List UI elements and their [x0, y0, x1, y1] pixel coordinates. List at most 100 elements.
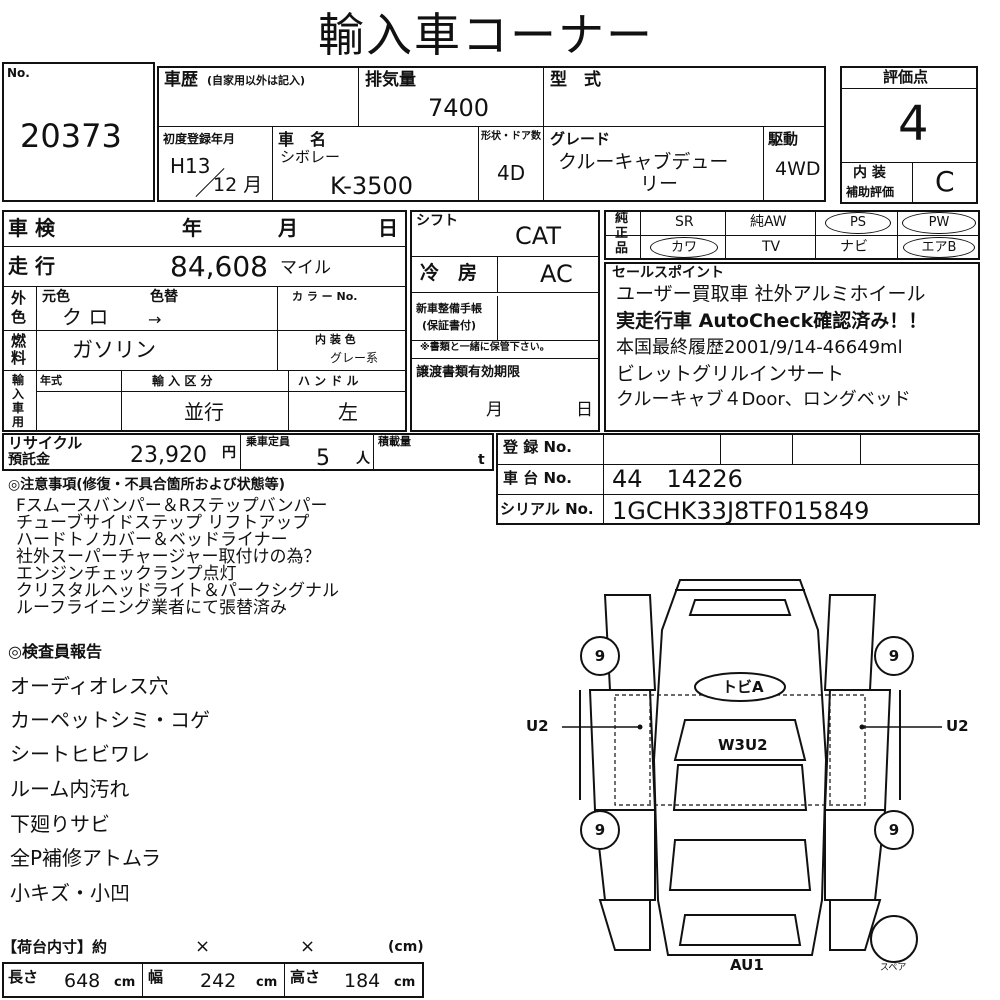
- lot-number-box: [2, 62, 155, 202]
- recycle-label-2: 預託金: [8, 452, 50, 468]
- rating-box: [840, 66, 978, 204]
- first-registration-label: 初度登録年月: [163, 132, 236, 146]
- maintenance-note: ※書類と一緒に保管下さい。: [420, 342, 550, 353]
- notes-line-5: エンジンチェックランプ点灯: [16, 564, 237, 584]
- handle-value: 左: [338, 400, 358, 424]
- history-label: 車歴: [164, 70, 198, 90]
- inspector-line-7: 小キズ・小凹: [10, 881, 130, 905]
- sales-point-label: セールスポイント: [612, 265, 724, 281]
- cargo-height-label: 高さ: [290, 968, 321, 986]
- cargo-length-unit: cm: [114, 975, 136, 990]
- interior-rating-label-1: 内 装: [853, 165, 886, 181]
- left-details-grid: [2, 210, 407, 432]
- sales-point-line-3: 本国最終履歴2001/9/14-46649ml: [616, 337, 903, 358]
- shift-value: CAT: [515, 222, 561, 250]
- recycle-unit: 円: [222, 445, 236, 461]
- cargo-width-label: 幅: [148, 968, 164, 986]
- cargo-length-value: 648: [64, 970, 101, 992]
- load-label: 積載量: [378, 435, 411, 448]
- capacity-label: 乗車定員: [246, 435, 290, 448]
- interior-rating-value: C: [935, 165, 955, 198]
- cargo-width-value: 242: [200, 970, 237, 992]
- color-code-label: カ ラ ー No.: [292, 290, 358, 303]
- notes-line-1: Fスムースバンパー＆Rステップバンパー: [16, 496, 328, 516]
- cargo-x2: ×: [300, 936, 316, 957]
- model-label: 型 式: [550, 70, 601, 90]
- equipment-pw: PW: [902, 212, 976, 234]
- transfer-day: 日: [576, 400, 593, 420]
- registration-label: 登 録 No.: [503, 438, 573, 456]
- lot-number: 20373: [20, 117, 122, 155]
- equipment-sr: SR: [675, 214, 694, 230]
- aircon-value: AC: [540, 260, 573, 288]
- inspector-line-1: オーディオレス穴: [10, 674, 169, 698]
- grade-line1: クルーキャブデュー: [558, 151, 729, 173]
- interior-rating-label-2: 補助評価: [846, 185, 895, 199]
- mileage-unit: マイル: [280, 258, 331, 278]
- equipment-airbag: エアB: [903, 237, 975, 258]
- car-name-label: 車 名: [278, 130, 327, 149]
- import-class-label: 輸 入 区 分: [152, 374, 213, 388]
- vehicle-damage-diagram: [562, 579, 942, 956]
- original-color-value: ク ロ: [62, 305, 109, 329]
- interior-color-value: グレー系: [330, 351, 379, 365]
- inspection-year: 年: [182, 216, 202, 240]
- notes-line-2: チューブサイドステップ リフトアップ: [16, 513, 310, 533]
- import-side-label-2: 入: [12, 387, 25, 401]
- shift-aircon-grid: [410, 210, 600, 432]
- sales-point-line-5: クルーキャブ４Door、ロングベッド: [616, 389, 911, 410]
- drive-label: 駆動: [768, 130, 799, 148]
- displacement-label: 排気量: [365, 70, 416, 90]
- color-side-label-2: 色: [11, 308, 27, 326]
- page-title: 輸入車コーナー: [318, 8, 654, 62]
- sales-point-line-1: ユーザー買取車 社外アルミホイール: [616, 283, 926, 305]
- rating-label: 評価点: [883, 68, 929, 86]
- grade-label: グレード: [550, 130, 611, 148]
- transfer-month: 月: [486, 400, 503, 420]
- vehicle-info-grid: [157, 66, 826, 202]
- inspector-line-3: シートヒビワレ: [10, 742, 150, 766]
- rating-value: 4: [898, 96, 929, 152]
- history-sub-label: (自家用以外は記入): [207, 74, 306, 87]
- equipment-tv: TV: [762, 239, 781, 255]
- notes-line-3: ハードトノカバー＆ベッドライナー: [16, 530, 288, 550]
- inspection-month: 月: [278, 216, 298, 240]
- roof-damage-code: W3U2: [718, 736, 768, 754]
- fuel-label-1: 燃: [11, 332, 27, 350]
- first-registration-month: 12 月: [213, 174, 263, 196]
- repaint-color-label: 色替: [150, 289, 178, 305]
- equipment-ps: PS: [825, 212, 891, 234]
- inspection-label: 車 検: [8, 216, 55, 240]
- cargo-x1: ×: [195, 936, 211, 957]
- equipment-navi: ナビ: [840, 239, 868, 255]
- cargo-height-unit: cm: [394, 975, 416, 990]
- capacity-value: 5: [316, 446, 330, 471]
- wheel-front-left-mark: 9: [580, 636, 620, 676]
- chassis-label: 車 台 No.: [503, 469, 573, 487]
- lot-no-label: No.: [7, 66, 30, 80]
- fuel-value: ガソリン: [72, 338, 156, 362]
- cargo-label: 【荷台内寸】約: [2, 938, 108, 956]
- handle-label: ハ ン ド ル: [298, 374, 359, 388]
- recycle-label-1: リサイクル: [8, 434, 83, 452]
- rear-damage-code: AU1: [730, 956, 764, 974]
- wheel-rear-right-mark: 9: [874, 810, 914, 850]
- registration-grid: [496, 433, 980, 525]
- serial-value: 1GCHK33J8TF015849: [612, 497, 870, 525]
- import-side-label-1: 輸: [12, 373, 25, 387]
- repaint-color-value: →: [148, 310, 162, 329]
- cargo-unit-label: (cm): [388, 939, 424, 955]
- transfer-label: 譲渡書類有効期限: [416, 365, 521, 380]
- inspection-day: 日: [378, 216, 398, 240]
- serial-label: シリアル No.: [500, 500, 594, 518]
- sales-point-line-2: 実走行車 AutoCheck確認済み！！: [616, 310, 928, 332]
- inspector-line-5: 下廻りサビ: [10, 812, 110, 836]
- cargo-length-label: 長さ: [8, 968, 39, 986]
- wheel-front-right-mark: 9: [874, 636, 914, 676]
- chassis-value: 44 14226: [612, 465, 743, 493]
- equipment-side-label-1: 純: [615, 211, 629, 226]
- notes-label: ◎注意事項(修復・不具合箇所および状態等): [8, 477, 286, 493]
- spare-label: スペア: [880, 963, 907, 973]
- notes-line-7: ルーフライニング業者にて張替済み: [16, 598, 287, 618]
- notes-line-4: 社外スーパーチャージャー取付けの為？: [16, 547, 321, 567]
